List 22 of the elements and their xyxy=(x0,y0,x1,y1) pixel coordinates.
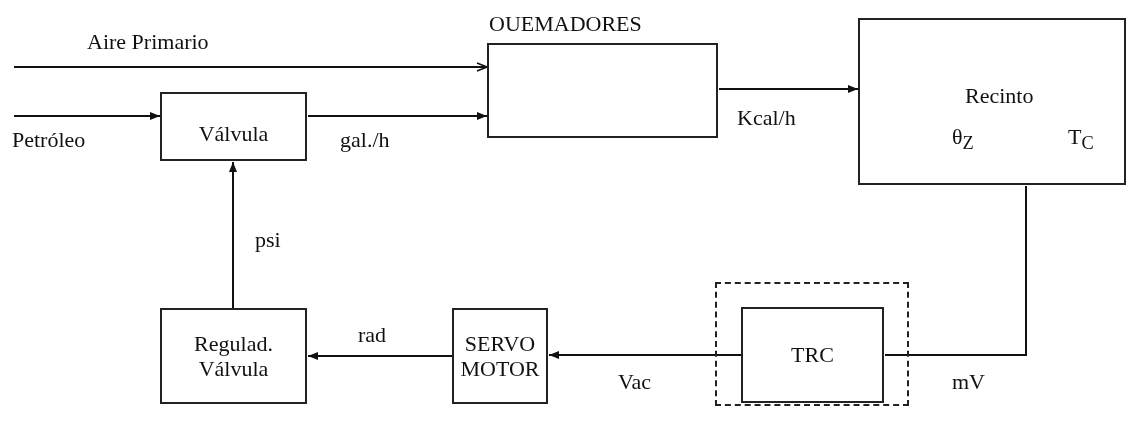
process-box xyxy=(741,307,884,403)
process-box xyxy=(160,308,307,404)
arrow xyxy=(307,112,488,120)
block-heading: OUEMADORES xyxy=(489,11,642,37)
block-label: θ$_{Z}$ xyxy=(952,124,974,155)
dashed-group-box xyxy=(715,282,909,406)
process-box xyxy=(452,308,548,404)
block-label: TRC xyxy=(791,342,834,368)
process-box xyxy=(858,18,1126,185)
connector-line xyxy=(884,185,1027,356)
block-label: SERVO MOTOR xyxy=(460,330,540,382)
arrow xyxy=(229,161,237,309)
arrow xyxy=(13,62,488,72)
arrow xyxy=(307,352,453,360)
process-box xyxy=(160,92,307,161)
block-label: Válvula xyxy=(198,121,269,147)
arrow xyxy=(13,112,161,120)
arrow xyxy=(718,85,859,93)
block-label: Regulad. Válvula xyxy=(193,330,274,382)
block-label: Recinto xyxy=(965,83,1034,109)
block-label: T$_{C}$ xyxy=(1068,124,1094,155)
arrow xyxy=(548,351,742,359)
